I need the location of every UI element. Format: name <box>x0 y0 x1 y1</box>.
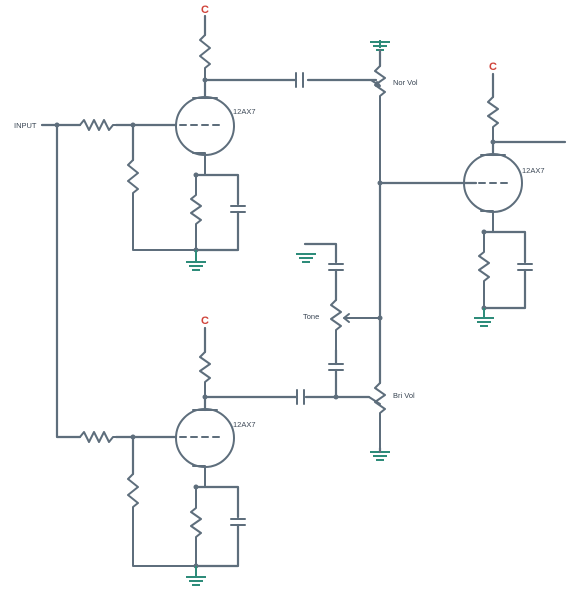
input-label: INPUT <box>14 121 37 130</box>
cathode-wire-1 <box>194 173 240 206</box>
cathode-bypass-wire-3 <box>482 268 527 310</box>
cathode-bypass-wire-1 <box>194 210 240 252</box>
supply-label-2: C <box>201 315 209 327</box>
tube-cathode-3 <box>480 210 494 233</box>
supply-label-1: C <box>201 4 209 16</box>
tube-stage-2: C 12AX7 <box>127 315 371 586</box>
ground-icon-3 <box>296 253 316 263</box>
normal-volume-pot <box>374 65 386 184</box>
tone-wiper-arrow <box>343 313 350 323</box>
cathode-resistor-1 <box>190 174 202 251</box>
tube-cathode-1 <box>192 152 206 176</box>
ground-icon-2 <box>370 40 390 51</box>
tone-junction-node <box>333 394 339 400</box>
plate-resistor-2 <box>199 351 211 398</box>
tone-network: Tone <box>296 242 383 399</box>
cathode-resistor-2 <box>190 486 202 567</box>
plate-resistor-3 <box>487 96 499 143</box>
supply-label-3: C <box>489 61 497 73</box>
tube-stage-3: C 12AX7 <box>463 61 567 327</box>
ground-icon-5 <box>186 566 206 586</box>
ground-icon-6 <box>474 308 494 327</box>
input-wire-bottom <box>55 123 178 439</box>
ground-icon-4 <box>370 451 390 461</box>
bright-volume-label: Bri Vol <box>393 391 415 400</box>
tube-cathode-2 <box>192 465 206 488</box>
tube-label-3: 12AX7 <box>522 166 545 175</box>
tone-node <box>377 315 383 321</box>
grid-resistor-1 <box>79 119 117 131</box>
tube-label-2: 12AX7 <box>233 420 256 429</box>
bright-volume-pot <box>374 382 386 449</box>
bright-volume-wiper <box>368 396 381 405</box>
tube-stage-1: C 12AX7 <box>127 4 378 271</box>
input-network: INPUT <box>14 119 178 443</box>
tone-label: Tone <box>303 312 319 321</box>
normal-volume-network: Nor Vol <box>370 40 478 385</box>
ground-icon-1 <box>186 250 206 271</box>
tone-pot <box>330 299 342 351</box>
grid-leak-resistor-1 <box>127 159 197 251</box>
normal-volume-label: Nor Vol <box>393 78 418 87</box>
grid-resistor-2 <box>79 431 117 443</box>
grid-leak-resistor-2 <box>127 473 197 567</box>
tone-ground-wire <box>303 242 338 264</box>
plate-resistor-1 <box>199 34 211 81</box>
cathode-wire-3 <box>482 230 527 264</box>
normal-volume-wiper <box>370 79 381 87</box>
cathode-resistor-3 <box>478 231 490 309</box>
cathode-bypass-wire-2 <box>194 523 240 568</box>
tube-label-1: 12AX7 <box>233 107 256 116</box>
cathode-wire-2 <box>194 485 240 519</box>
bright-volume-network: Bri Vol <box>368 382 415 461</box>
coupling-capacitor-2 <box>296 389 305 405</box>
coupling-capacitor-1 <box>295 72 304 88</box>
